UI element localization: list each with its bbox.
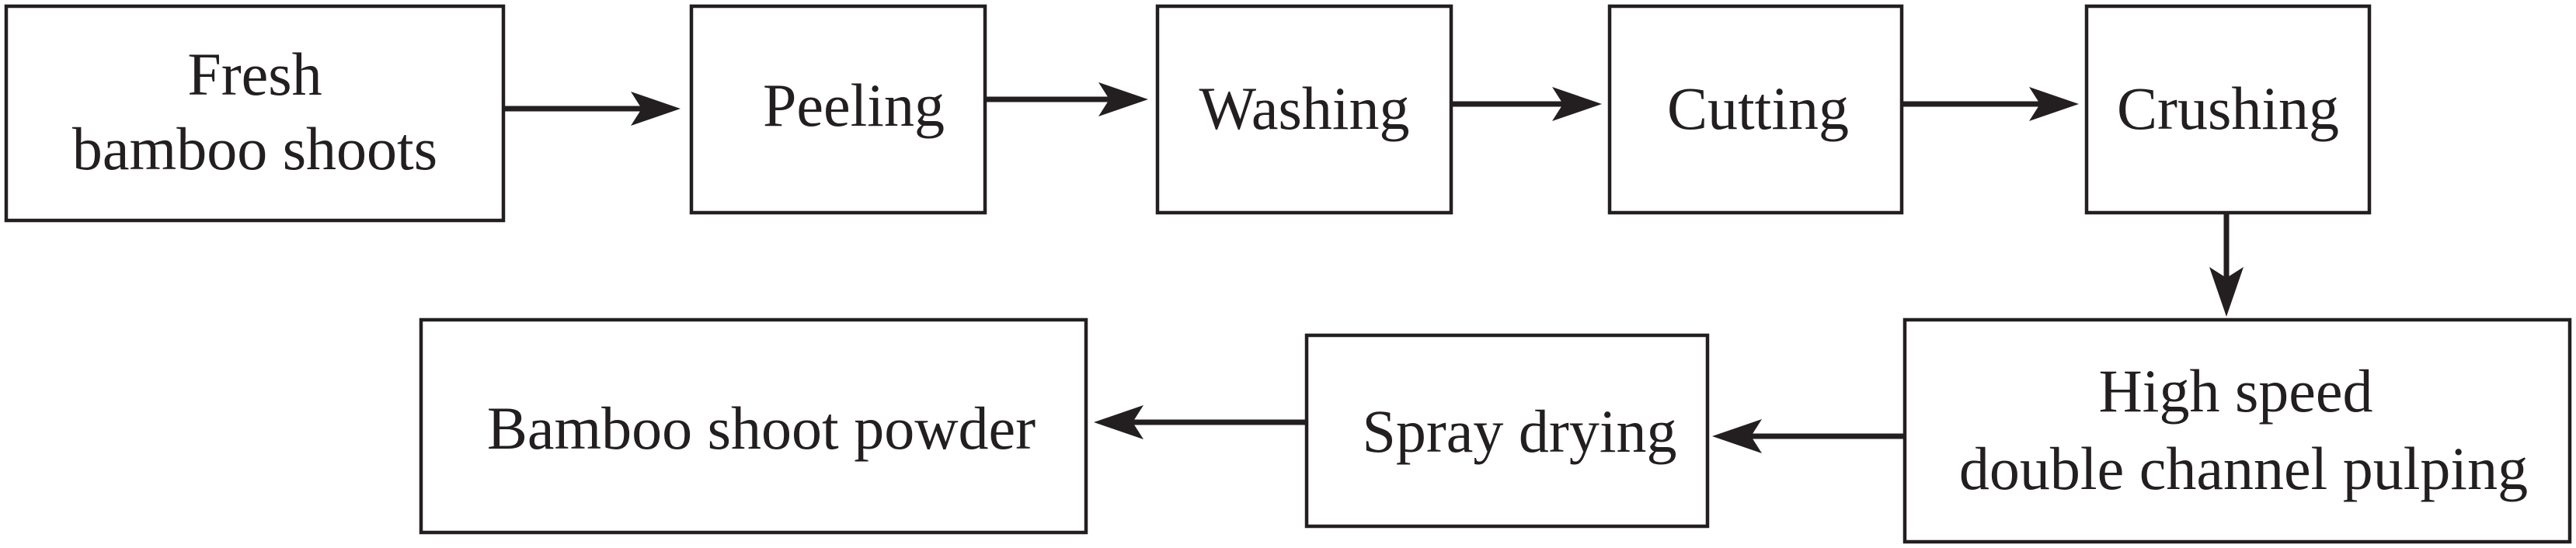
node-cutting: Cutting — [1607, 4, 1904, 215]
arrow-cutting-to-crushing-head — [2029, 87, 2079, 121]
arrow-washing-to-cutting — [1451, 87, 1602, 121]
node-fresh-bamboo-shoots: Fresh bamboo shoots — [4, 4, 506, 223]
node-washing: Washing — [1155, 4, 1453, 215]
node-bamboo-shoot-powder-box — [419, 317, 1088, 535]
node-crushing-box — [2084, 4, 2372, 215]
node-spray-drying: Spray drying — [1304, 333, 1710, 529]
node-crushing: Crushing — [2084, 4, 2372, 215]
node-peeling-label: Peeling — [763, 71, 945, 139]
node-bamboo-shoot-powder-label: Bamboo shoot powder — [487, 394, 1036, 462]
node-fresh-bamboo-shoots-label-line2: bamboo shoots — [72, 115, 437, 182]
arrow-peeling-to-washing-head — [1098, 82, 1148, 116]
node-high-speed-double-channel-pulping: High speed double channel pulping — [1902, 317, 2572, 544]
node-fresh-bamboo-shoots-box — [4, 4, 506, 223]
arrow-crushing-to-pulping-head — [2209, 267, 2244, 317]
arrow-fresh-to-peeling — [505, 92, 681, 126]
node-crushing-label: Crushing — [2117, 75, 2339, 142]
node-fresh-bamboo-shoots-label-line1: Fresh — [187, 40, 322, 108]
node-pulping-label-line2: double channel pulping — [1959, 435, 2528, 502]
arrow-spray-drying-to-powder — [1094, 405, 1307, 439]
arrow-cutting-to-crushing — [1902, 87, 2079, 121]
arrow-fresh-to-peeling-head — [631, 92, 681, 126]
node-spray-drying-box — [1304, 333, 1710, 529]
node-spray-drying-label: Spray drying — [1362, 397, 1676, 465]
node-bamboo-shoot-powder: Bamboo shoot powder — [419, 317, 1088, 535]
arrow-pulping-to-spray-drying-head — [1712, 419, 1762, 453]
node-cutting-label: Cutting — [1667, 75, 1849, 142]
arrow-pulping-to-spray-drying — [1712, 419, 1905, 453]
node-peeling-box — [689, 4, 987, 215]
node-pulping-box — [1902, 317, 2572, 544]
arrow-crushing-to-pulping — [2209, 214, 2244, 317]
arrow-washing-to-cutting-head — [1552, 87, 1602, 121]
node-pulping-label-line1: High speed — [2098, 357, 2372, 425]
node-washing-label: Washing — [1199, 75, 1409, 142]
node-peeling: Peeling — [689, 4, 987, 215]
node-washing-box — [1155, 4, 1453, 215]
arrow-peeling-to-washing — [985, 82, 1148, 116]
node-cutting-box — [1607, 4, 1904, 215]
arrow-spray-drying-to-powder-head — [1094, 405, 1144, 439]
